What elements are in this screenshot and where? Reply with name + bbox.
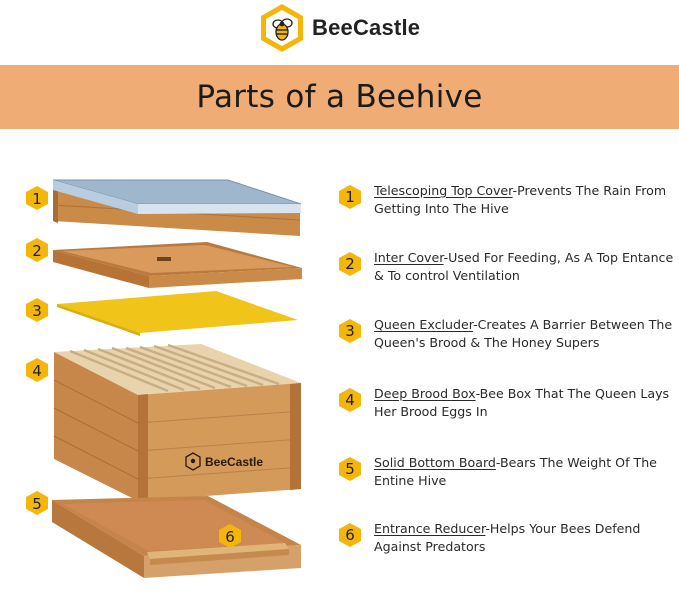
svg-text:2: 2	[32, 242, 42, 260]
legend-part-name: Telescoping Top Cover	[374, 183, 513, 198]
hive-label-3: 3	[26, 298, 48, 322]
number-badge-icon: 4	[339, 388, 361, 412]
legend-part-name: Inter Cover	[374, 250, 444, 265]
legend-part-name: Solid Bottom Board	[374, 455, 496, 470]
svg-text:5: 5	[345, 460, 355, 478]
svg-text:4: 4	[32, 362, 42, 380]
svg-text:3: 3	[32, 302, 42, 320]
legend-item-5: 5 Solid Bottom Board-Bears The Weight Of…	[338, 454, 678, 498]
brand-name: BeeCastle	[312, 15, 421, 40]
number-badge-icon: 5	[339, 457, 361, 481]
svg-text:3: 3	[345, 322, 355, 340]
legend-item-3: 3 Queen Excluder-Creates A Barrier Betwe…	[338, 316, 678, 360]
svg-text:4: 4	[345, 391, 355, 409]
hive-label-1: 1	[26, 186, 48, 210]
legend-part-description: -Used For Feeding, As A Top Entance & To…	[374, 250, 674, 283]
legend-part-description: -Bee Box That The Queen Lays Her Brood E…	[374, 386, 670, 419]
queen-excluder	[57, 291, 298, 336]
number-badge-icon: 2	[339, 252, 361, 276]
page-title: Parts of a Beehive	[196, 79, 483, 115]
number-badge-icon: 1	[339, 185, 361, 209]
svg-text:5: 5	[32, 495, 42, 513]
solid-bottom-board	[52, 496, 301, 578]
svg-text:1: 1	[345, 188, 355, 206]
legend-part-name: Entrance Reducer	[374, 521, 486, 536]
legend-part-description: -Bears The Weight Of The Entine Hive	[374, 455, 657, 488]
number-badge-icon: 3	[339, 319, 361, 343]
legend-part-description: -Creates A Barrier Between The Queen's B…	[374, 317, 673, 350]
number-badge-icon: 6	[339, 523, 361, 547]
brand-header: BeeCastle	[258, 2, 420, 54]
svg-text:6: 6	[225, 528, 235, 546]
legend-part-name: Queen Excluder	[374, 317, 474, 332]
inner-cover	[53, 242, 302, 288]
legend-item-6: 6 Entrance Reducer-Helps Your Bees Defen…	[338, 520, 678, 564]
legend-part-name: Deep Brood Box	[374, 386, 476, 401]
title-banner: Parts of a Beehive	[0, 65, 679, 129]
entrance-reducer	[147, 543, 289, 565]
beehive-illustration: BeeCastle 1 2 3 4 5 6	[26, 179, 302, 578]
svg-text:6: 6	[345, 526, 355, 544]
hive-label-5: 5	[26, 491, 48, 515]
deep-brood-box: BeeCastle	[53, 343, 302, 501]
svg-text:2: 2	[345, 255, 355, 273]
legend-item-1: 1 Telescoping Top Cover-Prevents The Rai…	[338, 182, 678, 226]
bee-hexagon-logo-icon	[261, 4, 303, 52]
hive-label-6: 6	[219, 524, 241, 548]
legend-part-description: -Prevents The Rain From Getting Into The…	[374, 183, 667, 216]
telescoping-top-cover	[52, 179, 302, 236]
legend-part-description: -Helps Your Bees Defend Against Predator…	[374, 521, 641, 554]
hive-label-4: 4	[26, 358, 48, 382]
legend-item-4: 4 Deep Brood Box-Bee Box That The Queen …	[338, 385, 678, 429]
hive-label-2: 2	[26, 238, 48, 262]
svg-text:1: 1	[32, 190, 42, 208]
legend-item-2: 2 Inter Cover-Used For Feeding, As A Top…	[338, 249, 678, 293]
box-brand-mark: BeeCastle	[205, 455, 263, 469]
